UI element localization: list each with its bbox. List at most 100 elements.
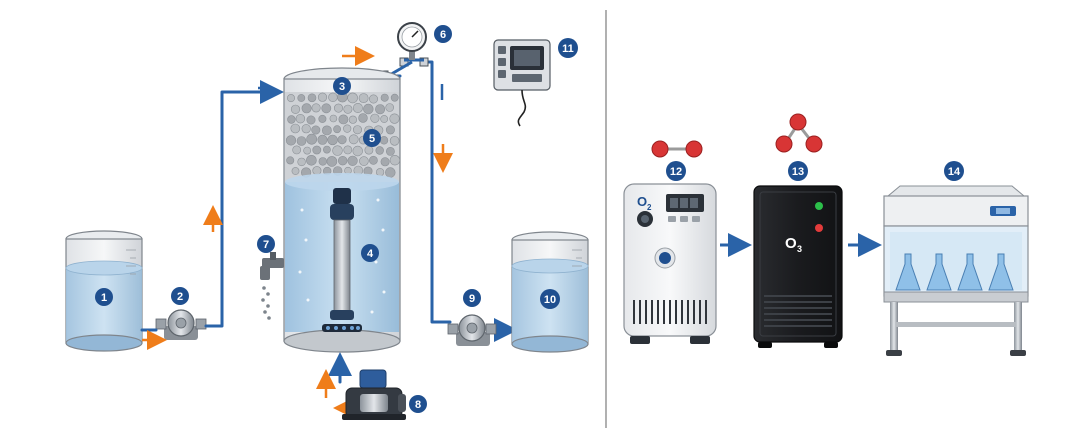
media-pebble xyxy=(322,145,331,154)
reaction-hood xyxy=(883,185,1029,356)
gauge-icon xyxy=(411,30,419,38)
media-pebble xyxy=(285,135,297,146)
media-pebble xyxy=(311,125,321,135)
media-pebble xyxy=(352,103,363,114)
svg-text:14: 14 xyxy=(948,166,961,178)
o3-molecule-icon xyxy=(775,113,823,153)
badge-1: 1 xyxy=(95,288,113,306)
media-pebble xyxy=(290,123,301,134)
svg-text:13: 13 xyxy=(792,166,804,178)
media-pebble xyxy=(376,168,385,177)
media-pebble xyxy=(347,92,358,104)
media-pebble xyxy=(317,92,328,102)
badge-6: 6 xyxy=(434,25,452,43)
media-pebble xyxy=(380,115,389,123)
media-pebble xyxy=(343,145,353,155)
media-pebble xyxy=(363,103,374,115)
flow-dash-marks xyxy=(258,84,444,100)
svg-text:2: 2 xyxy=(177,291,183,303)
media-pebble xyxy=(385,146,395,156)
media-pebble xyxy=(328,92,338,103)
air-compressor xyxy=(342,369,406,420)
media-pebble xyxy=(321,103,332,114)
feed-pump xyxy=(155,309,207,340)
media-pebble xyxy=(301,103,312,114)
media-pebble xyxy=(306,155,317,166)
badge-13: 13 xyxy=(788,161,808,181)
svg-text:7: 7 xyxy=(263,239,269,251)
media-pebble xyxy=(327,134,338,146)
media-pebble xyxy=(292,145,302,155)
media-pebble xyxy=(333,125,341,134)
svg-text:6: 6 xyxy=(440,29,446,41)
effluent-tank xyxy=(511,231,589,353)
badge-12: 12 xyxy=(666,161,686,181)
media-pebble xyxy=(389,155,401,166)
svg-text:10: 10 xyxy=(544,294,556,306)
o3-label: O xyxy=(785,235,797,252)
media-pebble xyxy=(368,94,378,104)
media-pebble xyxy=(321,125,332,136)
o3-label-sub: 3 xyxy=(797,244,802,254)
svg-text:12: 12 xyxy=(670,166,682,178)
media-pebble xyxy=(306,133,318,145)
reactor-column xyxy=(283,67,401,353)
badge-5: 5 xyxy=(363,129,381,147)
packing-media xyxy=(285,91,401,178)
pressure-gauge xyxy=(397,22,427,60)
media-pebble xyxy=(287,115,296,124)
media-pebble xyxy=(385,167,396,178)
o2-label: O xyxy=(637,194,647,209)
media-pebble xyxy=(375,104,386,115)
badge-11: 11 xyxy=(558,38,578,58)
media-pebble xyxy=(312,166,322,176)
media-pebble xyxy=(390,93,399,102)
svg-text:5: 5 xyxy=(369,133,375,145)
media-pebble xyxy=(307,93,317,103)
media-pebble xyxy=(375,146,384,155)
svg-text:1: 1 xyxy=(101,292,107,304)
media-pebble xyxy=(352,125,362,135)
ozone-generator: O 3 xyxy=(753,185,843,348)
media-pebble xyxy=(329,114,338,123)
media-pebble xyxy=(368,155,378,165)
media-pebble xyxy=(343,124,352,133)
media-pebble xyxy=(338,114,349,125)
oxygen-concentrator: O 2 xyxy=(623,183,717,344)
media-pebble xyxy=(380,157,390,167)
badge-2: 2 xyxy=(171,287,189,305)
discharge-pump xyxy=(447,314,497,346)
badge-7: 7 xyxy=(257,235,275,253)
media-pebble xyxy=(338,156,348,166)
o2-molecule-icon xyxy=(651,140,703,158)
svg-text:8: 8 xyxy=(415,399,421,411)
media-pebble xyxy=(303,146,312,155)
media-pebble xyxy=(297,94,306,102)
media-pebble xyxy=(286,156,295,165)
media-pebble xyxy=(306,115,316,125)
media-pebble xyxy=(352,145,363,157)
media-pebble xyxy=(358,113,368,123)
badge-10: 10 xyxy=(540,289,560,309)
svg-text:4: 4 xyxy=(367,248,374,260)
media-pebble xyxy=(389,113,400,124)
number-badges: 1 2 3 4 5 6 7 8 9 10 11 12 13 14 xyxy=(95,25,964,413)
media-pebble xyxy=(296,136,307,146)
media-pebble xyxy=(348,134,359,145)
media-pebble xyxy=(295,113,306,124)
media-pebble xyxy=(358,93,369,103)
o2-label-sub: 2 xyxy=(647,203,652,212)
media-pebble xyxy=(379,136,389,145)
media-pebble xyxy=(347,155,358,166)
badge-14: 14 xyxy=(944,161,964,181)
media-pebble xyxy=(370,113,380,123)
media-pebble xyxy=(380,93,389,102)
badge-4: 4 xyxy=(361,244,379,262)
media-pebble xyxy=(326,156,338,167)
flasks xyxy=(895,253,1014,291)
media-pebble xyxy=(290,104,301,114)
media-pebble xyxy=(364,145,374,155)
media-pebble xyxy=(286,94,295,103)
media-pebble xyxy=(318,114,327,123)
